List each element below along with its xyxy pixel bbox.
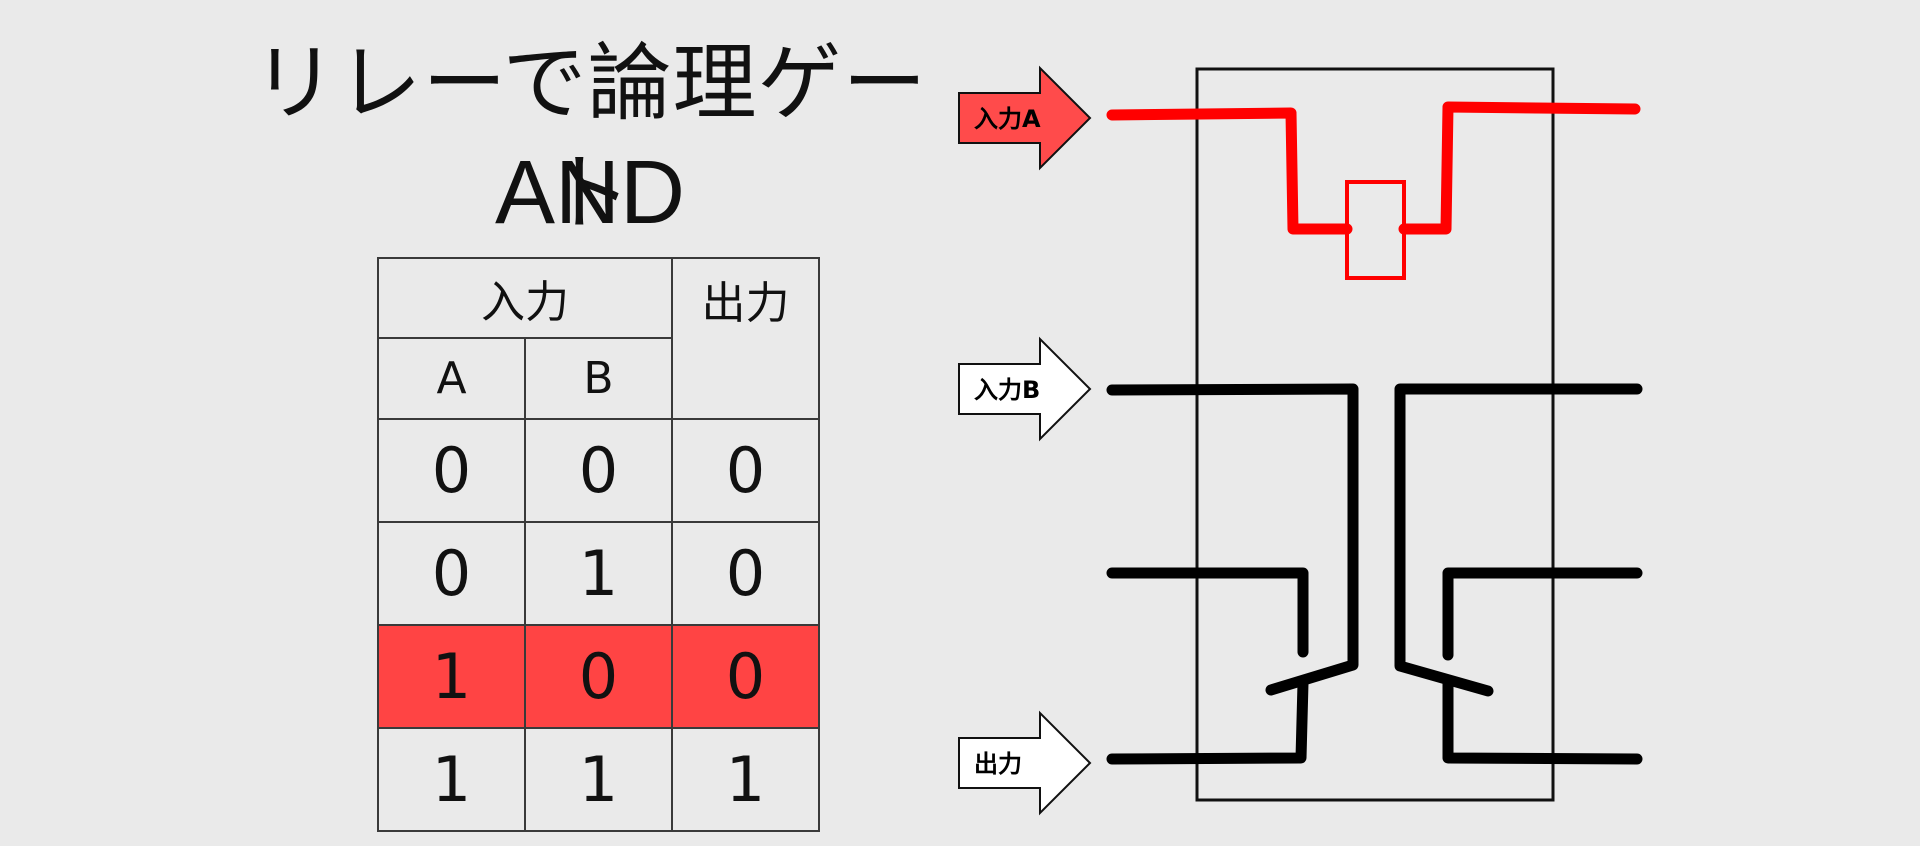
cell-out: 1 — [671, 727, 820, 832]
input-b-arrow: 入力B — [958, 336, 1092, 442]
table-row: 0 1 0 — [377, 521, 820, 626]
relay-box — [1195, 67, 1555, 802]
output-wire-right — [1442, 677, 1643, 765]
subheader-row: A B — [377, 337, 819, 420]
page-title: リレーで論理ゲート — [252, 34, 928, 242]
cell-out: 0 — [671, 521, 820, 626]
cell-b: 1 — [524, 521, 673, 626]
input-a-wire-right — [1398, 101, 1641, 235]
table-row: 1 1 1 — [377, 727, 820, 832]
input-group-header: 入力 — [377, 257, 673, 339]
contact-nc-right — [1442, 567, 1643, 661]
input-a-arrow-shape — [958, 65, 1092, 171]
relay-coil — [1345, 180, 1406, 280]
contact-nc-left — [1106, 567, 1309, 658]
output-header: 出力 — [671, 257, 820, 420]
cell-b: 1 — [524, 727, 673, 832]
input-b-arrow-shape — [958, 336, 1092, 442]
header-row: 入力 出力 — [377, 257, 820, 420]
input-a-wire-left — [1106, 107, 1353, 235]
gate-name: AND — [494, 143, 686, 243]
cell-a: 0 — [377, 418, 526, 523]
cell-b: 0 — [524, 624, 673, 729]
output-label: 出力 — [974, 750, 1022, 778]
cell-b: 0 — [524, 418, 673, 523]
input-a-label: 入力A — [974, 105, 1041, 133]
cell-out: 0 — [671, 624, 820, 729]
input-a-arrow: 入力A — [958, 65, 1092, 171]
input-b-wire-left — [1106, 383, 1359, 696]
input-b-wire-right — [1394, 383, 1643, 697]
output-wire-left — [1106, 677, 1309, 765]
table-row: 0 0 0 — [377, 418, 820, 523]
cell-a: 1 — [377, 727, 526, 832]
truth-table: 入力 出力 A B 0 0 0 0 1 0 1 0 0 1 1 1 — [377, 257, 820, 832]
column-b-header: B — [524, 337, 673, 420]
column-a-header: A — [377, 337, 526, 420]
output-arrow: 出力 — [958, 710, 1092, 816]
cell-a: 0 — [377, 521, 526, 626]
output-arrow-shape — [958, 710, 1092, 816]
input-b-label: 入力B — [974, 376, 1040, 404]
table-row-highlighted: 1 0 0 — [377, 624, 820, 729]
cell-out: 0 — [671, 418, 820, 523]
cell-a: 1 — [377, 624, 526, 729]
